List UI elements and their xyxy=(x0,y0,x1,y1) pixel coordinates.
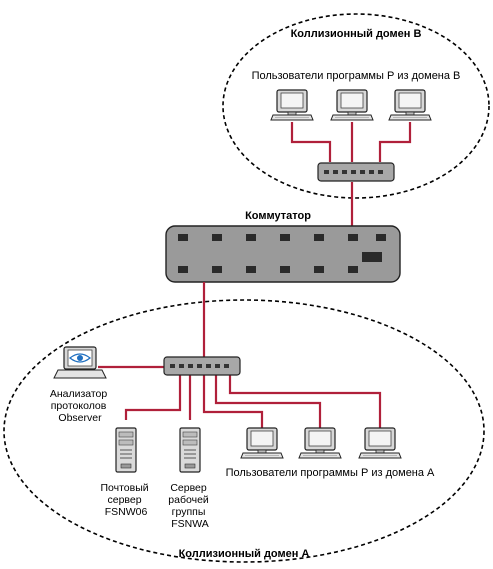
domain-b-users-label: Пользователи программы Р из домена В xyxy=(252,70,461,82)
protocol-analyzer-label: Анализатор протоколов Observer xyxy=(50,388,110,424)
workgroup-server-label: Сервер рабочей группы FSNWA xyxy=(168,482,211,530)
domain-b-pc-1 xyxy=(270,89,314,121)
switch-device xyxy=(165,225,401,283)
protocol-analyzer-laptop xyxy=(53,346,107,379)
switch-title: Коммутатор xyxy=(245,210,311,222)
domain-b-wiring xyxy=(290,122,412,228)
workgroup-server-tower xyxy=(179,427,201,473)
domain-a-pc-3 xyxy=(358,427,402,459)
mail-server-label: Почтовый сервер FSNW06 xyxy=(100,482,151,518)
domain-b-hub xyxy=(317,162,395,182)
domain-a-users-label: Пользователи программы Р из домена А xyxy=(226,467,435,479)
mail-server-tower xyxy=(115,427,137,473)
domain-b-pc-3 xyxy=(388,89,432,121)
collision-domain-a-title: Коллизионный домен А xyxy=(179,548,310,560)
domain-a-pc-2 xyxy=(298,427,342,459)
collision-domain-a-boundary xyxy=(3,299,485,563)
domain-a-pc-1 xyxy=(240,427,284,459)
collision-domain-b-title: Коллизионный домен В xyxy=(291,28,422,40)
collision-domain-b-boundary xyxy=(222,13,490,199)
domain-a-wiring xyxy=(98,365,382,428)
domain-b-pc-2 xyxy=(330,89,374,121)
domain-a-hub xyxy=(163,356,241,376)
